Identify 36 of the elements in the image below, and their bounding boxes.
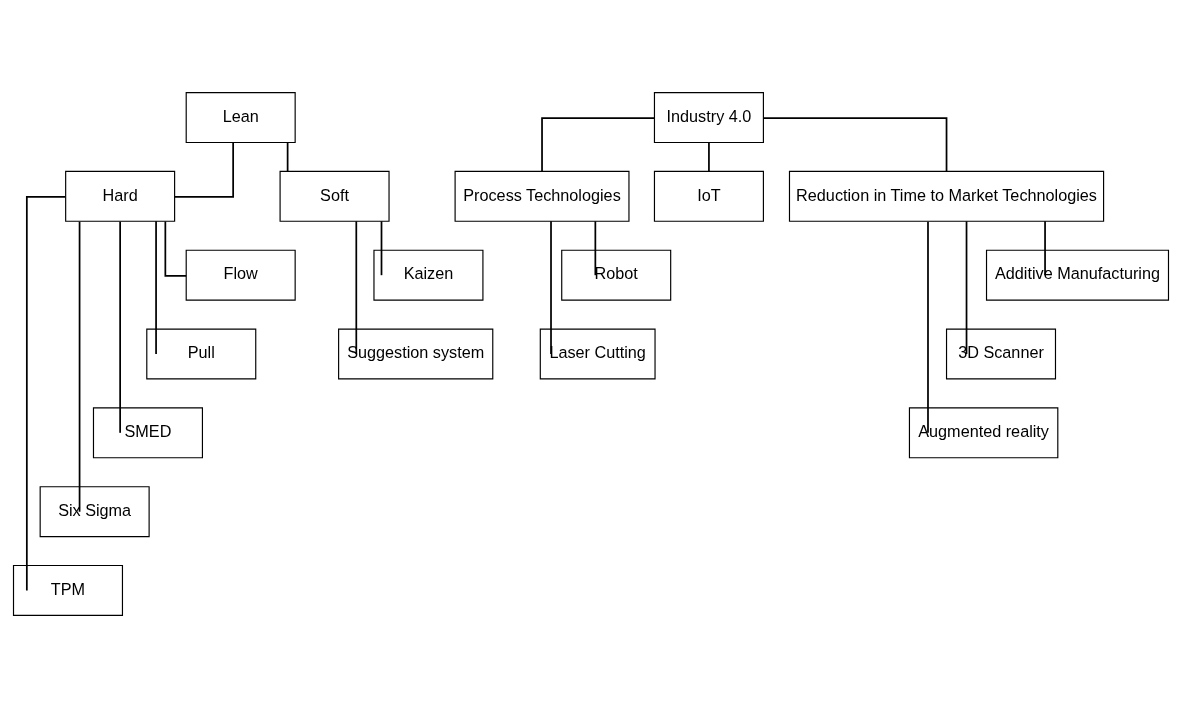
connector bbox=[927, 220, 929, 434]
connector bbox=[173, 141, 234, 198]
node-box: Lean bbox=[185, 92, 296, 144]
node-box: Kaizen bbox=[373, 249, 484, 301]
connector bbox=[708, 141, 710, 173]
node-box: IoT bbox=[653, 170, 764, 222]
connector bbox=[164, 220, 188, 277]
node-box: Industry 4.0 bbox=[653, 92, 764, 144]
node-box: Additive Manufacturing bbox=[985, 249, 1170, 301]
connector bbox=[25, 196, 67, 592]
connector bbox=[119, 220, 121, 434]
node-box: Augmented reality bbox=[908, 407, 1059, 459]
node-box: Laser Cutting bbox=[539, 328, 656, 380]
node-box: Suggestion system bbox=[338, 328, 494, 380]
connector bbox=[155, 220, 157, 355]
connector bbox=[550, 220, 552, 355]
connector bbox=[355, 220, 358, 355]
node-box: Hard bbox=[65, 170, 176, 222]
node-box: 3D Scanner bbox=[945, 328, 1057, 380]
node-box: Soft bbox=[279, 170, 390, 222]
node-box: Pull bbox=[146, 328, 257, 380]
node-box: SMED bbox=[92, 407, 203, 459]
connector bbox=[380, 220, 383, 277]
connector bbox=[286, 141, 289, 173]
connector bbox=[78, 220, 81, 513]
connector bbox=[1044, 220, 1046, 277]
node-box: Process Technologies bbox=[454, 170, 630, 222]
connector bbox=[762, 117, 948, 173]
node-box: Six Sigma bbox=[39, 486, 150, 538]
node-box: Flow bbox=[185, 249, 296, 301]
connector bbox=[594, 220, 597, 277]
node-box: Robot bbox=[561, 249, 672, 301]
node-box: Reduction in Time to Market Technologies bbox=[788, 170, 1105, 222]
connector bbox=[965, 220, 968, 355]
connector bbox=[541, 117, 656, 173]
node-box: TPM bbox=[12, 564, 124, 616]
